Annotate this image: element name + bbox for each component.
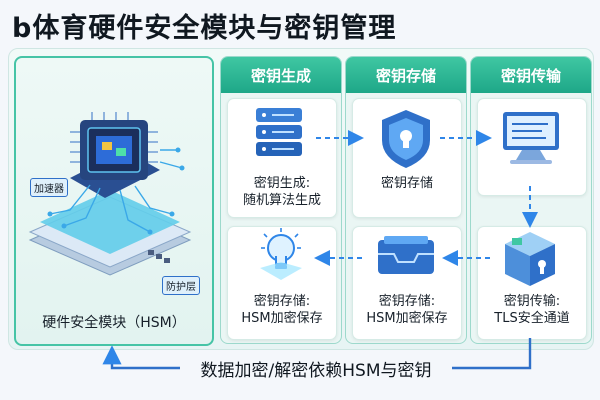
card-text: 密钥存储 <box>380 176 433 191</box>
card-text: 密钥传输: TLS安全通道 <box>494 294 570 326</box>
card-text: 密钥存储: HSM加密保存 <box>241 294 323 326</box>
footer-caption: 数据加密/解密依赖HSM与密钥 <box>200 361 432 381</box>
card-text: 密钥存储: HSM加密保存 <box>366 294 448 326</box>
hsm-label: 硬件安全模块（HSM） <box>42 315 186 331</box>
feedback-loop-right <box>452 338 532 370</box>
accelerator-tag: 加速器 <box>30 178 68 197</box>
card-text: 密钥生成: 随机算法生成 <box>242 176 321 208</box>
page-title: b体育硬件安全模块与密钥管理 <box>12 13 397 44</box>
column-header: 密钥存储 <box>346 57 466 93</box>
protection-layer-tag: 防护层 <box>162 276 200 295</box>
column-header: 密钥生成 <box>221 57 341 93</box>
feedback-loop-left <box>102 345 180 370</box>
column-header: 密钥传输 <box>471 57 591 93</box>
